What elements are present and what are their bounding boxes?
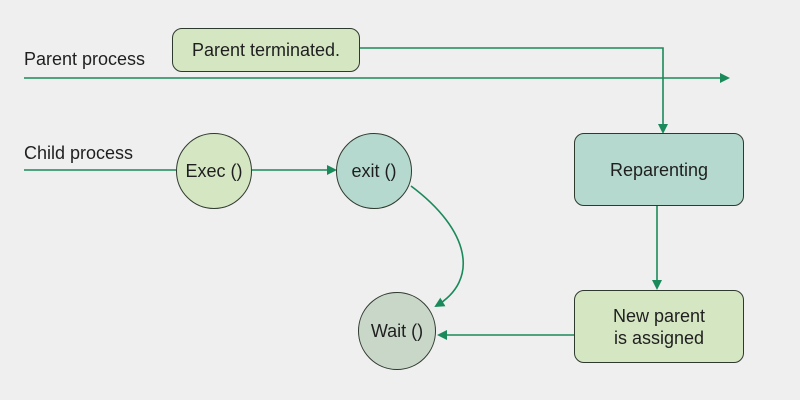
new-parent-node: New parent is assigned — [574, 290, 744, 363]
child-process-label: Child process — [24, 143, 134, 163]
new-parent-line1: New parent — [612, 305, 706, 326]
terminated-to-reparenting-arrow — [360, 47, 668, 134]
exit-to-wait-arrow — [410, 185, 465, 308]
exec-node: Exec () — [176, 133, 252, 209]
parent-process-label: Parent process — [24, 49, 146, 69]
new-parent-line2: is assigned — [613, 327, 705, 348]
wait-node: Wait () — [358, 292, 436, 370]
reparenting-node: Reparenting — [574, 133, 744, 206]
exit-node: exit () — [336, 133, 412, 209]
parent-terminated-node: Parent terminated. — [172, 28, 360, 72]
